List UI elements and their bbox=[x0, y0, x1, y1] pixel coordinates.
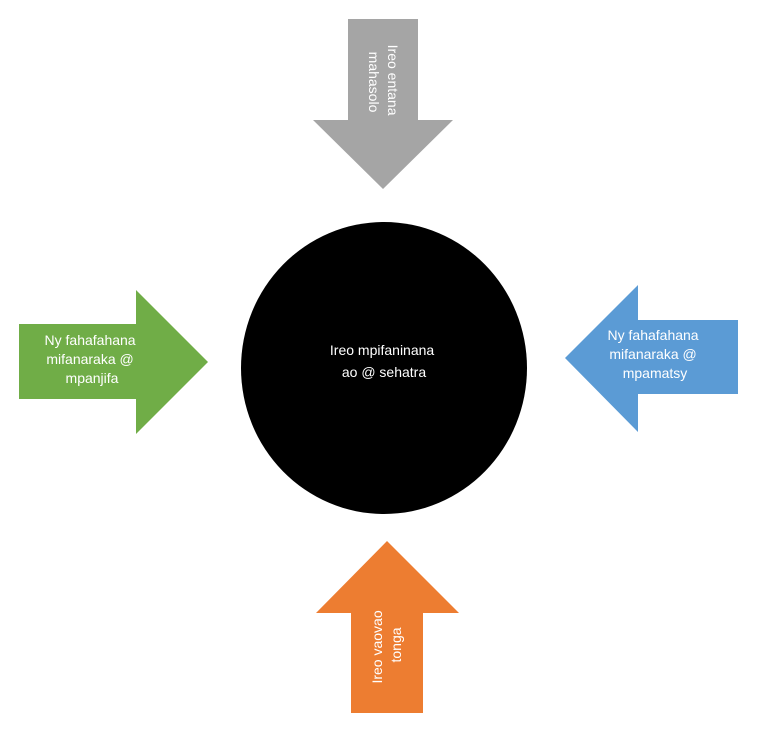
right-arrow-label-line1: Ny fahafahana bbox=[608, 327, 699, 343]
center-node: Ireo mpifaninana ao @ sehatra bbox=[241, 222, 527, 514]
center-circle bbox=[241, 222, 527, 514]
left-arrow-shape bbox=[19, 290, 208, 434]
top-arrow: Ireo entana mahasolo bbox=[313, 19, 453, 189]
right-arrow-label-line3: mpamatsy bbox=[623, 365, 688, 381]
top-arrow-label-line2: mahasolo bbox=[366, 52, 382, 113]
left-arrow-label-line1: Ny fahafahana bbox=[45, 332, 136, 348]
center-label: Ireo mpifaninana ao @ sehatra bbox=[330, 342, 438, 380]
top-arrow-label-line1: Ireo entana bbox=[385, 45, 401, 116]
bottom-arrow-label-line2: tonga bbox=[388, 627, 404, 662]
top-arrow-shape bbox=[313, 19, 453, 189]
left-arrow: Ny fahafahana mifanaraka @ mpanjifa bbox=[19, 290, 208, 434]
center-label-line2: ao @ sehatra bbox=[342, 364, 426, 380]
top-arrow-label: Ireo entana mahasolo bbox=[366, 45, 401, 120]
bottom-arrow-shape bbox=[316, 541, 459, 713]
center-label-line1: Ireo mpifaninana bbox=[330, 342, 435, 358]
left-arrow-label-line2: mifanaraka @ bbox=[46, 351, 133, 367]
bottom-arrow: Ireo vaovao tonga bbox=[316, 541, 459, 713]
bottom-arrow-label: Ireo vaovao tonga bbox=[369, 606, 404, 683]
right-arrow-label-line2: mifanaraka @ bbox=[609, 346, 696, 362]
right-arrow-label: Ny fahafahana mifanaraka @ mpamatsy bbox=[608, 327, 703, 381]
right-arrow-shape bbox=[565, 285, 738, 432]
left-arrow-label-line3: mpanjifa bbox=[66, 370, 119, 386]
bottom-arrow-label-line1: Ireo vaovao bbox=[369, 610, 385, 683]
left-arrow-label: Ny fahafahana mifanaraka @ mpanjifa bbox=[45, 332, 140, 386]
right-arrow: Ny fahafahana mifanaraka @ mpamatsy bbox=[565, 285, 738, 432]
